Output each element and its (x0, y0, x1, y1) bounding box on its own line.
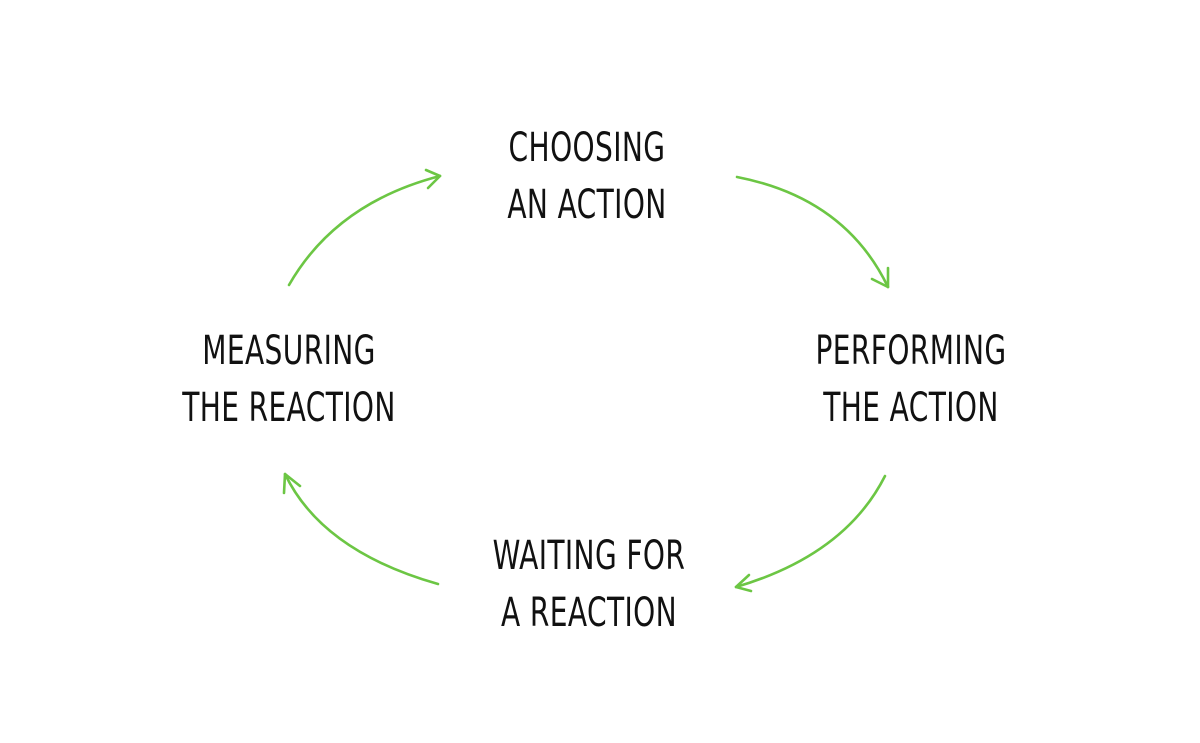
arrow-head (282, 472, 302, 495)
step-performing-the-action: PERFORMING THE ACTION (794, 323, 1028, 437)
arrow-head (424, 168, 442, 190)
arrow-head (734, 573, 753, 593)
arrow-choosing-to-performing (735, 175, 890, 289)
arrow-head (870, 266, 890, 289)
step-measuring-the-reaction: MEASURING THE REACTION (172, 323, 406, 437)
arrow-performing-to-waiting (734, 474, 887, 593)
step-label-line2: THE ACTION (823, 385, 999, 431)
arrow-measuring-to-choosing (287, 168, 442, 287)
step-label-line2: AN ACTION (507, 182, 667, 228)
arrow-curve (283, 472, 440, 586)
step-label-line1: WAITING FOR (492, 533, 686, 579)
arrow-waiting-to-measuring (282, 472, 440, 586)
step-label-line1: MEASURING (202, 328, 376, 374)
arrow-curve (287, 174, 442, 287)
step-label-line1: CHOOSING (508, 125, 666, 171)
step-waiting-for-a-reaction: WAITING FOR A REACTION (472, 528, 706, 642)
step-choosing-an-action: CHOOSING AN ACTION (470, 120, 704, 234)
step-label-line2: THE REACTION (182, 385, 396, 431)
arrow-curve (734, 474, 887, 589)
arrow-curve (735, 175, 890, 289)
step-label-line2: A REACTION (501, 590, 677, 636)
step-label-line1: PERFORMING (815, 328, 1007, 374)
